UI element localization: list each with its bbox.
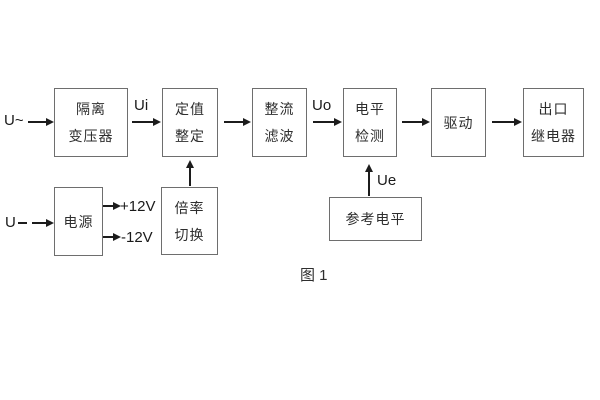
arrow-rectify-to-level: [313, 118, 342, 126]
block-label: 切换: [174, 226, 205, 243]
block-label: 整定: [175, 128, 205, 144]
block-isolation-transformer: 隔离 变压器: [54, 88, 128, 157]
block-label: 检测: [355, 128, 385, 144]
arrow-ac-input: [28, 118, 54, 126]
block-power-supply: 电源: [54, 187, 103, 256]
block-label: 整流: [264, 101, 295, 117]
arrow-dc-input: [32, 219, 54, 227]
block-label: 参考电平: [345, 211, 406, 227]
block-label: 隔离: [76, 101, 106, 117]
block-rectify-filter: 整流 滤波: [252, 88, 307, 157]
block-label: 滤波: [264, 128, 295, 144]
label-dc-input: U: [5, 214, 16, 231]
block-label: 出口: [538, 101, 569, 117]
block-level-detect: 电平 检测: [343, 88, 397, 157]
label-positive-rail: +12V: [120, 198, 156, 215]
arrow-ratio-to-setting: [186, 160, 194, 186]
block-output-relay: 出口 继电器: [523, 88, 584, 157]
arrow-drive-to-relay: [492, 118, 522, 126]
block-reference-level: 参考电平: [329, 197, 422, 241]
label-ui-signal: Ui: [134, 97, 149, 114]
label-ue-signal: Ue: [377, 172, 397, 189]
block-ratio-switch: 倍率 切换: [161, 187, 218, 255]
block-label: 驱动: [443, 114, 474, 131]
arrow-reference-to-level: [365, 164, 373, 196]
block-value-setting: 定值 整定: [162, 88, 218, 157]
arrow-setting-to-rectify: [224, 118, 251, 126]
label-negative-rail: -12V: [121, 229, 153, 246]
block-label: 电平: [355, 101, 385, 117]
arrow-level-to-drive: [402, 118, 430, 126]
dc-dash: [18, 222, 27, 224]
arrow-negative-rail: [103, 233, 121, 241]
arrow-isolation-to-setting: [132, 118, 161, 126]
label-ac-input: U~: [4, 112, 24, 129]
block-drive: 驱动: [431, 88, 486, 157]
block-label: 电源: [63, 213, 94, 230]
block-label: 定值: [175, 101, 205, 117]
label-uo-signal: Uo: [312, 97, 332, 114]
figure-caption: 图 1: [300, 267, 328, 284]
block-label: 变压器: [68, 128, 114, 144]
block-label: 倍率: [174, 199, 205, 216]
arrow-positive-rail: [103, 202, 121, 210]
block-label: 继电器: [531, 128, 576, 144]
